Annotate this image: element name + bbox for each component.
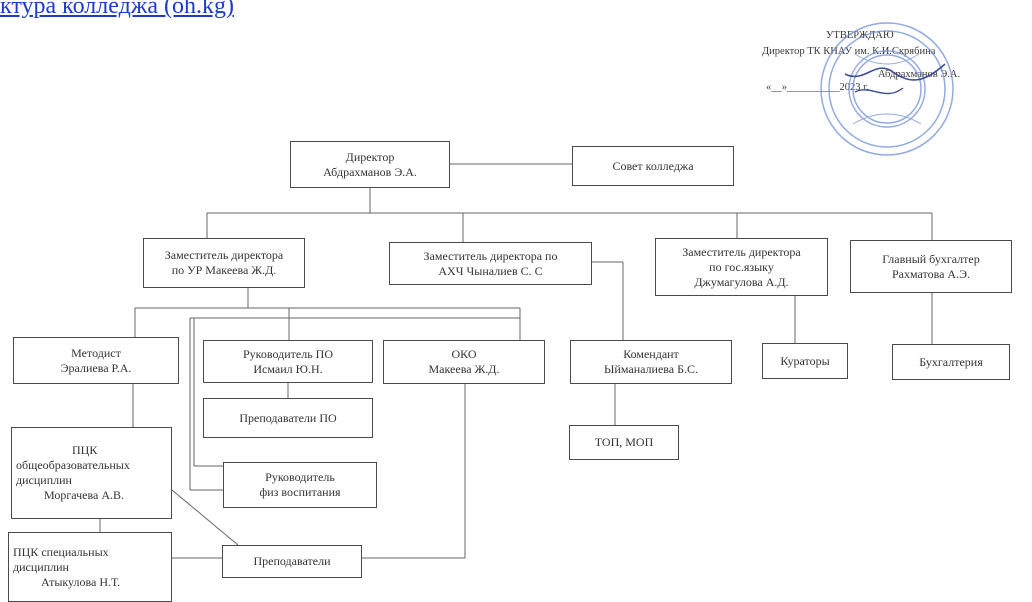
approval-date: «__»__________2023 г.	[766, 82, 869, 93]
approval-name: Абдрахманов Э.А.	[878, 69, 961, 80]
box-top-mop: ТОП, МОП	[569, 425, 679, 460]
box-pck-general: ПЦК общеобразовательных дисциплин Моргач…	[11, 427, 172, 519]
seal-stamp	[820, 22, 954, 156]
box-council: Совет колледжа	[572, 146, 734, 186]
box-teachers: Преподаватели	[222, 545, 362, 578]
breadcrumb-link[interactable]: ктура колледжа (oh.kg)	[0, 0, 235, 19]
box-pck-special: ПЦК специальных дисциплин Атыкулова Н.Т.	[8, 532, 172, 602]
box-curators: Кураторы	[762, 343, 848, 379]
box-accounting: Бухгалтерия	[892, 344, 1010, 380]
approval-position: Директор ТК КНАУ им. К.И.Скрябина	[762, 46, 936, 57]
approval-title: УТВЕРЖДАЮ	[826, 30, 894, 41]
box-teachers-po: Преподаватели ПО	[203, 398, 373, 438]
approval-block: УТВЕРЖДАЮ Директор ТК КНАУ им. К.И.Скряб…	[738, 30, 1030, 150]
